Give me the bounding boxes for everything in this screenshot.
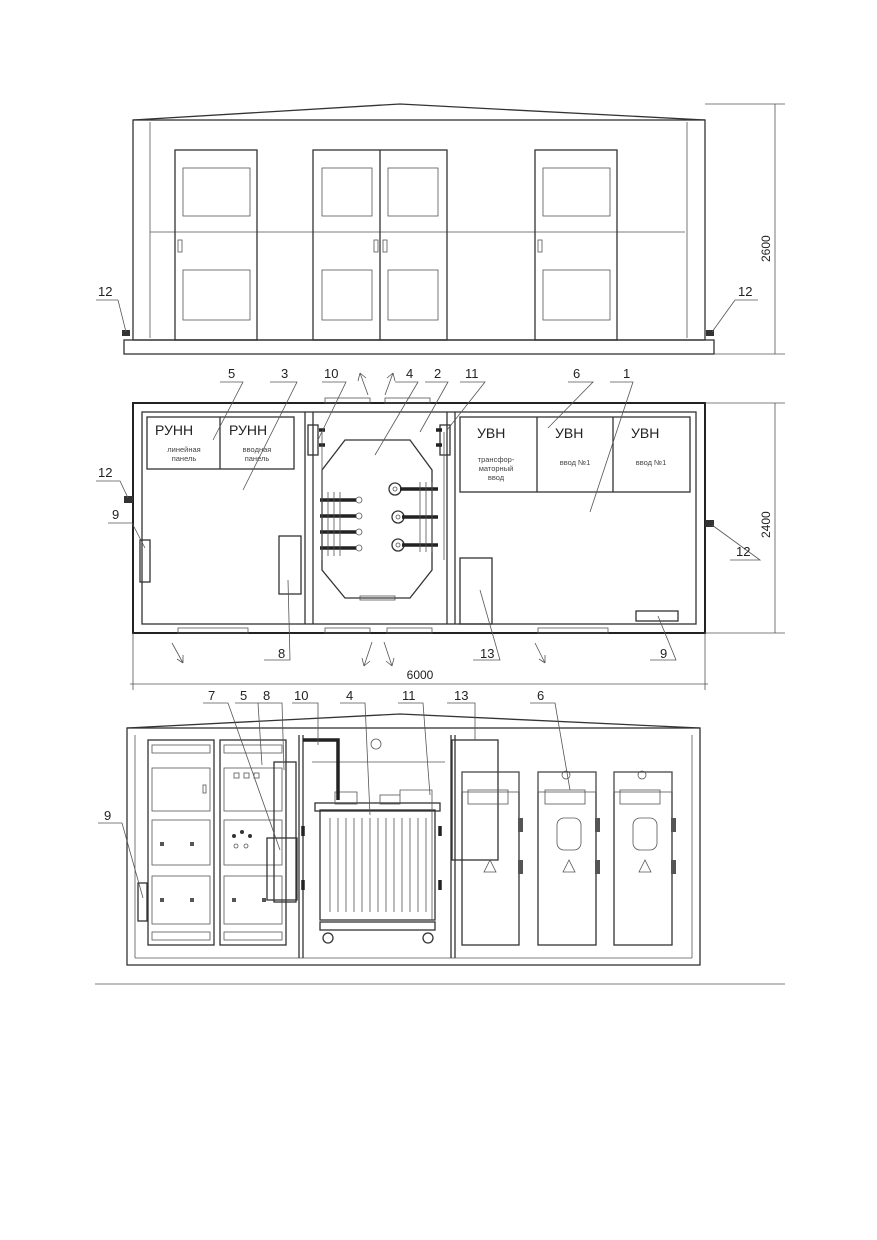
callout-12-front-right: 12 (738, 284, 752, 299)
equipment-9-section (137, 882, 148, 922)
runn-panels: РУНН РУНН линейная панель вводная панель (146, 416, 295, 470)
equipment-8-section (273, 761, 297, 903)
equipment-9-plan-left (139, 539, 151, 583)
runn-right-sub-2: панель (245, 454, 270, 463)
transformer-section (312, 738, 445, 944)
callout-13-plan: 13 (480, 646, 494, 661)
runn-label-right: РУНН (229, 422, 267, 438)
busduct-11-section (399, 789, 433, 920)
callout-11-section: 11 (402, 688, 416, 703)
front-wall (132, 119, 706, 341)
dimension-height-value: 2600 (759, 235, 773, 262)
section-roof (126, 713, 701, 729)
callout-9-section: 9 (104, 808, 111, 823)
ventilation-arrows (171, 372, 546, 667)
dimension-length: 6000 (130, 633, 708, 690)
front-elevation: 12 12 2600 (96, 103, 785, 355)
transformer-plan (320, 439, 438, 601)
callout-8-section: 8 (263, 688, 270, 703)
equipment-9-plan-right (635, 610, 679, 622)
front-door-right (534, 149, 618, 341)
callout-4-plan: 4 (406, 366, 413, 381)
uvn1-sub-3: ввод (488, 473, 505, 482)
plan-inner-wall (141, 411, 697, 625)
callout-9-plan-left: 9 (112, 507, 119, 522)
equipment-13-plan (459, 557, 493, 625)
dimension-height: 2600 (705, 103, 785, 355)
runn-right-sub-1: вводная (243, 445, 272, 454)
front-door-middle (312, 149, 448, 341)
section-wall (126, 727, 701, 966)
uvn2-sub: ввод №1 (560, 458, 591, 467)
equipment-7-section (266, 837, 298, 901)
runn-label-left: РУНН (155, 422, 193, 438)
callout-10-plan: 10 (324, 366, 338, 381)
callout-13-section: 13 (454, 688, 468, 703)
callout-10-section: 10 (294, 688, 308, 703)
busduct-10-section (303, 738, 340, 800)
hv-switchgear-section (461, 770, 676, 946)
uvn-label-1: УВН (477, 425, 505, 441)
plan-view: РУНН РУНН линейная панель вводная панель… (96, 366, 785, 690)
callout-11-plan: 11 (465, 366, 479, 381)
uvn1-sub-2: маторный (479, 464, 514, 473)
dimension-length-value: 6000 (407, 668, 434, 682)
callout-12-front-left: 12 (98, 284, 112, 299)
callout-3-plan: 3 (281, 366, 288, 381)
callout-8-plan: 8 (278, 646, 285, 661)
uvn1-sub-1: трансфор- (478, 455, 515, 464)
grounding-terminal-plan-right (705, 520, 714, 527)
callout-6-section: 6 (537, 688, 544, 703)
callout-5-plan: 5 (228, 366, 235, 381)
grounding-terminal-right (706, 330, 714, 336)
section-view: 7 5 8 10 4 11 13 6 9 (98, 688, 701, 966)
equipment-8-plan (278, 535, 302, 595)
front-base (123, 339, 715, 355)
callout-12-plan-right: 12 (736, 544, 750, 559)
callout-12-plan-left: 12 (98, 465, 112, 480)
dimension-depth-value: 2400 (759, 511, 773, 538)
runn-left-sub-1: линейная (167, 445, 200, 454)
callout-7-section: 7 (208, 688, 215, 703)
uvn3-sub: ввод №1 (636, 458, 667, 467)
uvn-label-2: УВН (555, 425, 583, 441)
grounding-terminal-left (122, 330, 130, 336)
callout-9-plan-right: 9 (660, 646, 667, 661)
callout-5-section: 5 (240, 688, 247, 703)
callout-2-plan: 2 (434, 366, 441, 381)
runn-left-sub-2: панель (172, 454, 197, 463)
uvn-panels: УВН УВН УВН трансфор- маторный ввод ввод… (459, 416, 691, 493)
lv-switchgear-section (147, 739, 287, 946)
busduct-hv-plan (439, 424, 451, 456)
callout-6-plan: 6 (573, 366, 580, 381)
roof-line (132, 103, 706, 121)
uvn-label-3: УВН (631, 425, 659, 441)
dimension-depth: 2400 (705, 402, 785, 634)
front-door-left (174, 149, 258, 341)
grounding-terminal-plan-left (124, 496, 133, 503)
callout-1-plan: 1 (623, 366, 630, 381)
equipment-13-section (451, 739, 499, 861)
callout-4-section: 4 (346, 688, 353, 703)
